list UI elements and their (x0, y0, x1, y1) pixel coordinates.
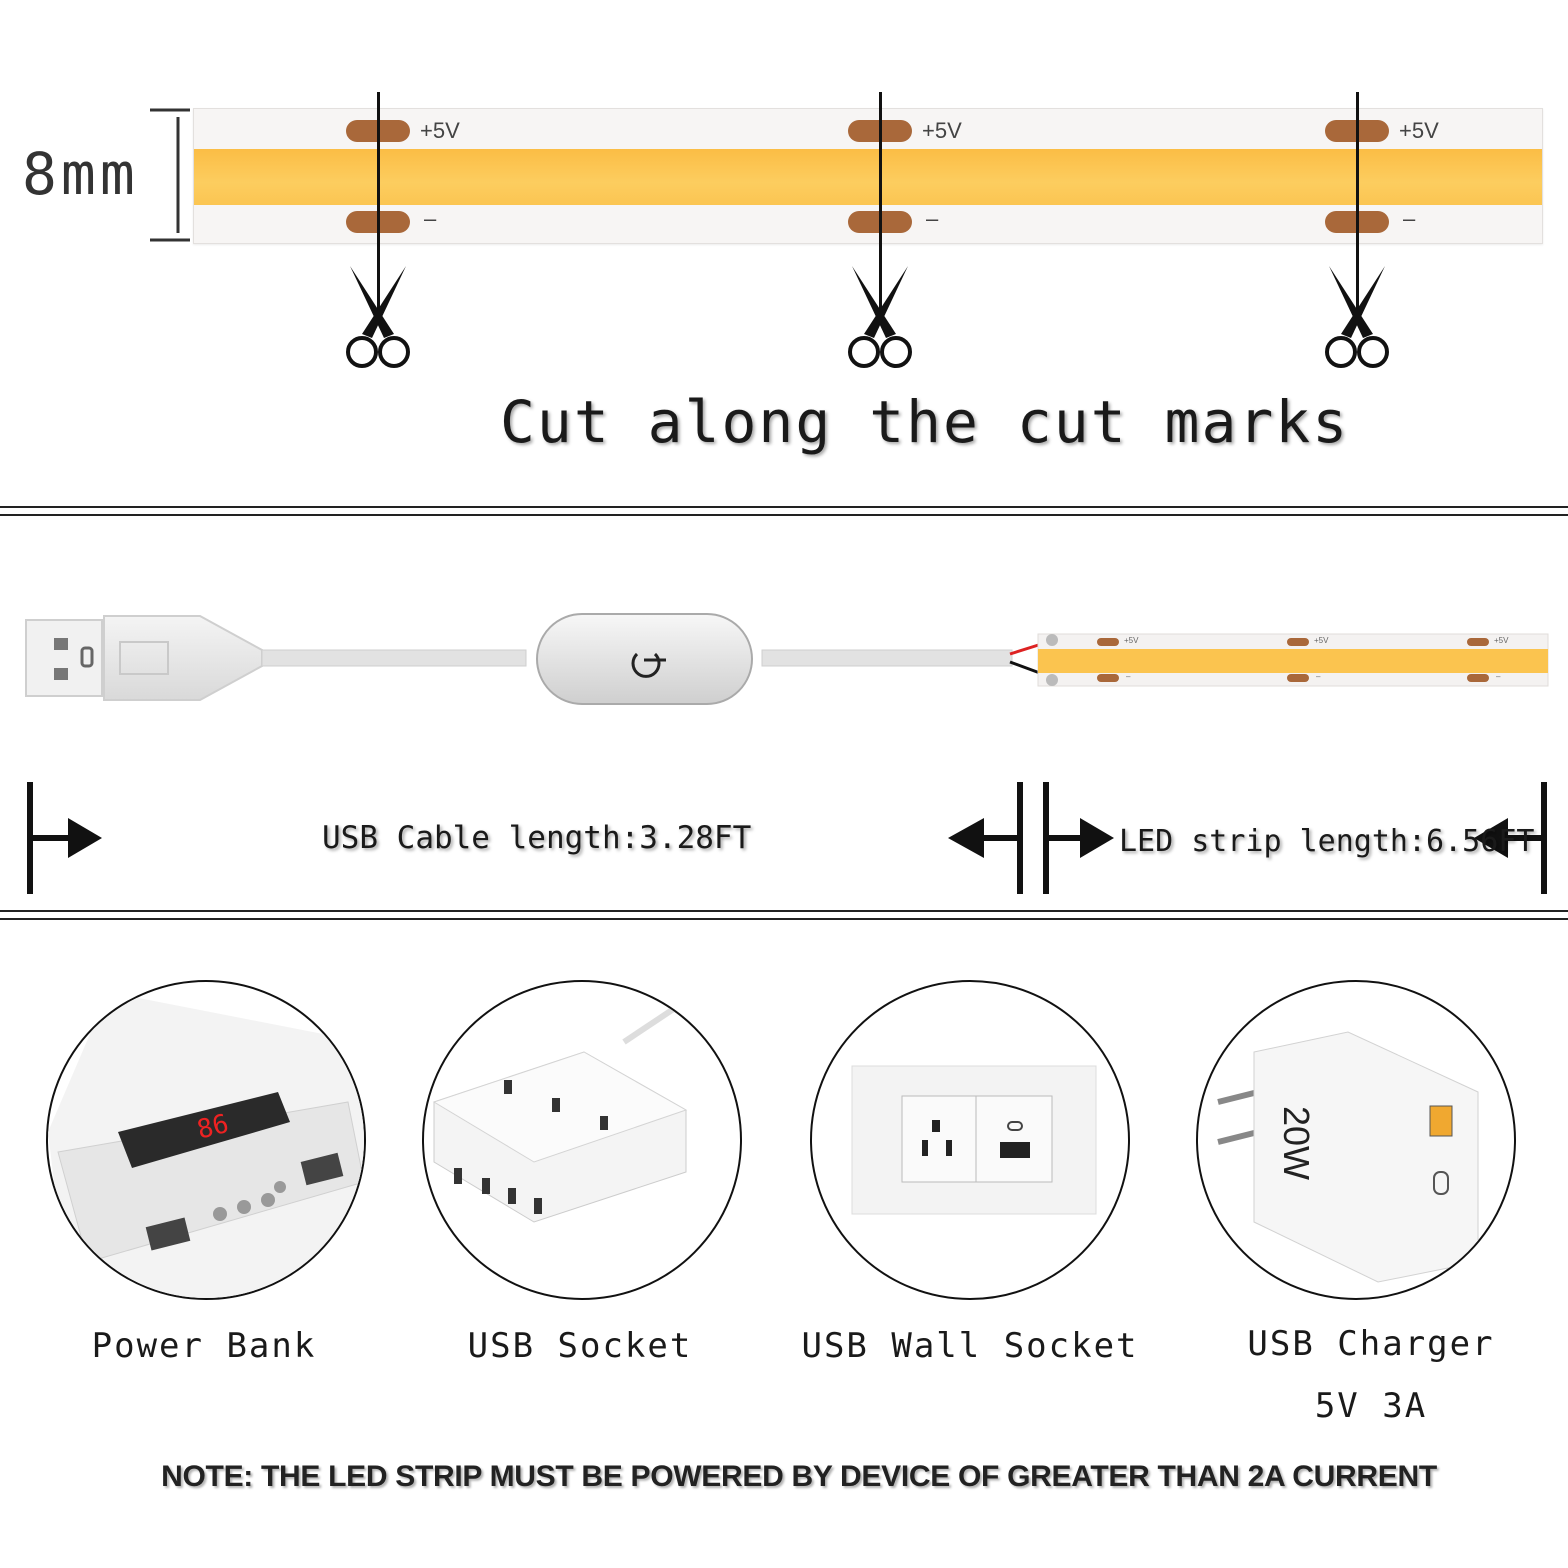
separator-top (0, 506, 1568, 508)
caption-usb-charger-rating: 5V 3A (1314, 1386, 1428, 1426)
led-strip-length-label: LED strip length:6.56FT (1119, 824, 1535, 859)
mini-pad-positive (1467, 638, 1489, 646)
separator-top-2 (0, 514, 1568, 516)
usb-product-illustration (25, 613, 1549, 705)
cut-heading: Cut along the cut marks (500, 388, 1350, 456)
mini-positive-label: +5V (1314, 636, 1329, 645)
cut-line (1356, 92, 1359, 318)
mini-positive-label: +5V (1494, 636, 1509, 645)
negative-label: – (424, 206, 437, 231)
width-dimension-bracket (150, 108, 190, 242)
negative-label: – (1403, 206, 1416, 231)
usb-cable-length-label: USB Cable length:3.28FT (322, 820, 752, 856)
mini-pad-negative (1287, 674, 1309, 682)
negative-label: – (926, 206, 939, 231)
caption-usb-socket: USB Socket (467, 1326, 693, 1366)
separator-bottom (0, 910, 1568, 912)
cut-line (879, 92, 882, 318)
mini-pad-positive (1097, 638, 1119, 646)
mini-negative-label: – (1496, 672, 1501, 681)
usb-charger-icon: 20W (1196, 980, 1516, 1300)
scissors-icon (346, 266, 410, 368)
caption-usb-wall-socket: USB Wall Socket (801, 1326, 1139, 1366)
scissors-icon (848, 266, 912, 368)
power-icon (631, 652, 666, 678)
positive-label: +5V (1399, 118, 1439, 143)
power-bank-display: 86 (194, 1109, 232, 1146)
caption-usb-charger: USB Charger (1247, 1324, 1495, 1364)
power-bank-icon: 86 (46, 980, 366, 1300)
mini-negative-label: – (1126, 672, 1131, 681)
power-switch-button[interactable] (620, 636, 676, 684)
caption-power-bank: Power Bank (91, 1326, 317, 1366)
mini-pad-positive (1287, 638, 1309, 646)
mini-pad-negative (1467, 674, 1489, 682)
cut-line (377, 92, 380, 318)
positive-label: +5V (420, 118, 460, 143)
led-strip-light-band (194, 149, 1542, 205)
svg-text:20W: 20W (1276, 1106, 1317, 1180)
length-dimension-arrows (27, 782, 1547, 894)
usb-wall-socket-icon (810, 980, 1130, 1300)
usb-socket-icon (422, 980, 742, 1300)
width-label: 8mm (22, 140, 139, 208)
mini-negative-label: – (1316, 672, 1321, 681)
mini-positive-label: +5V (1124, 636, 1139, 645)
separator-bottom-2 (0, 918, 1568, 920)
mini-pad-negative (1097, 674, 1119, 682)
power-note: NOTE: THE LED STRIP MUST BE POWERED BY D… (161, 1460, 1437, 1493)
positive-label: +5V (922, 118, 962, 143)
scissors-icon (1325, 266, 1389, 368)
